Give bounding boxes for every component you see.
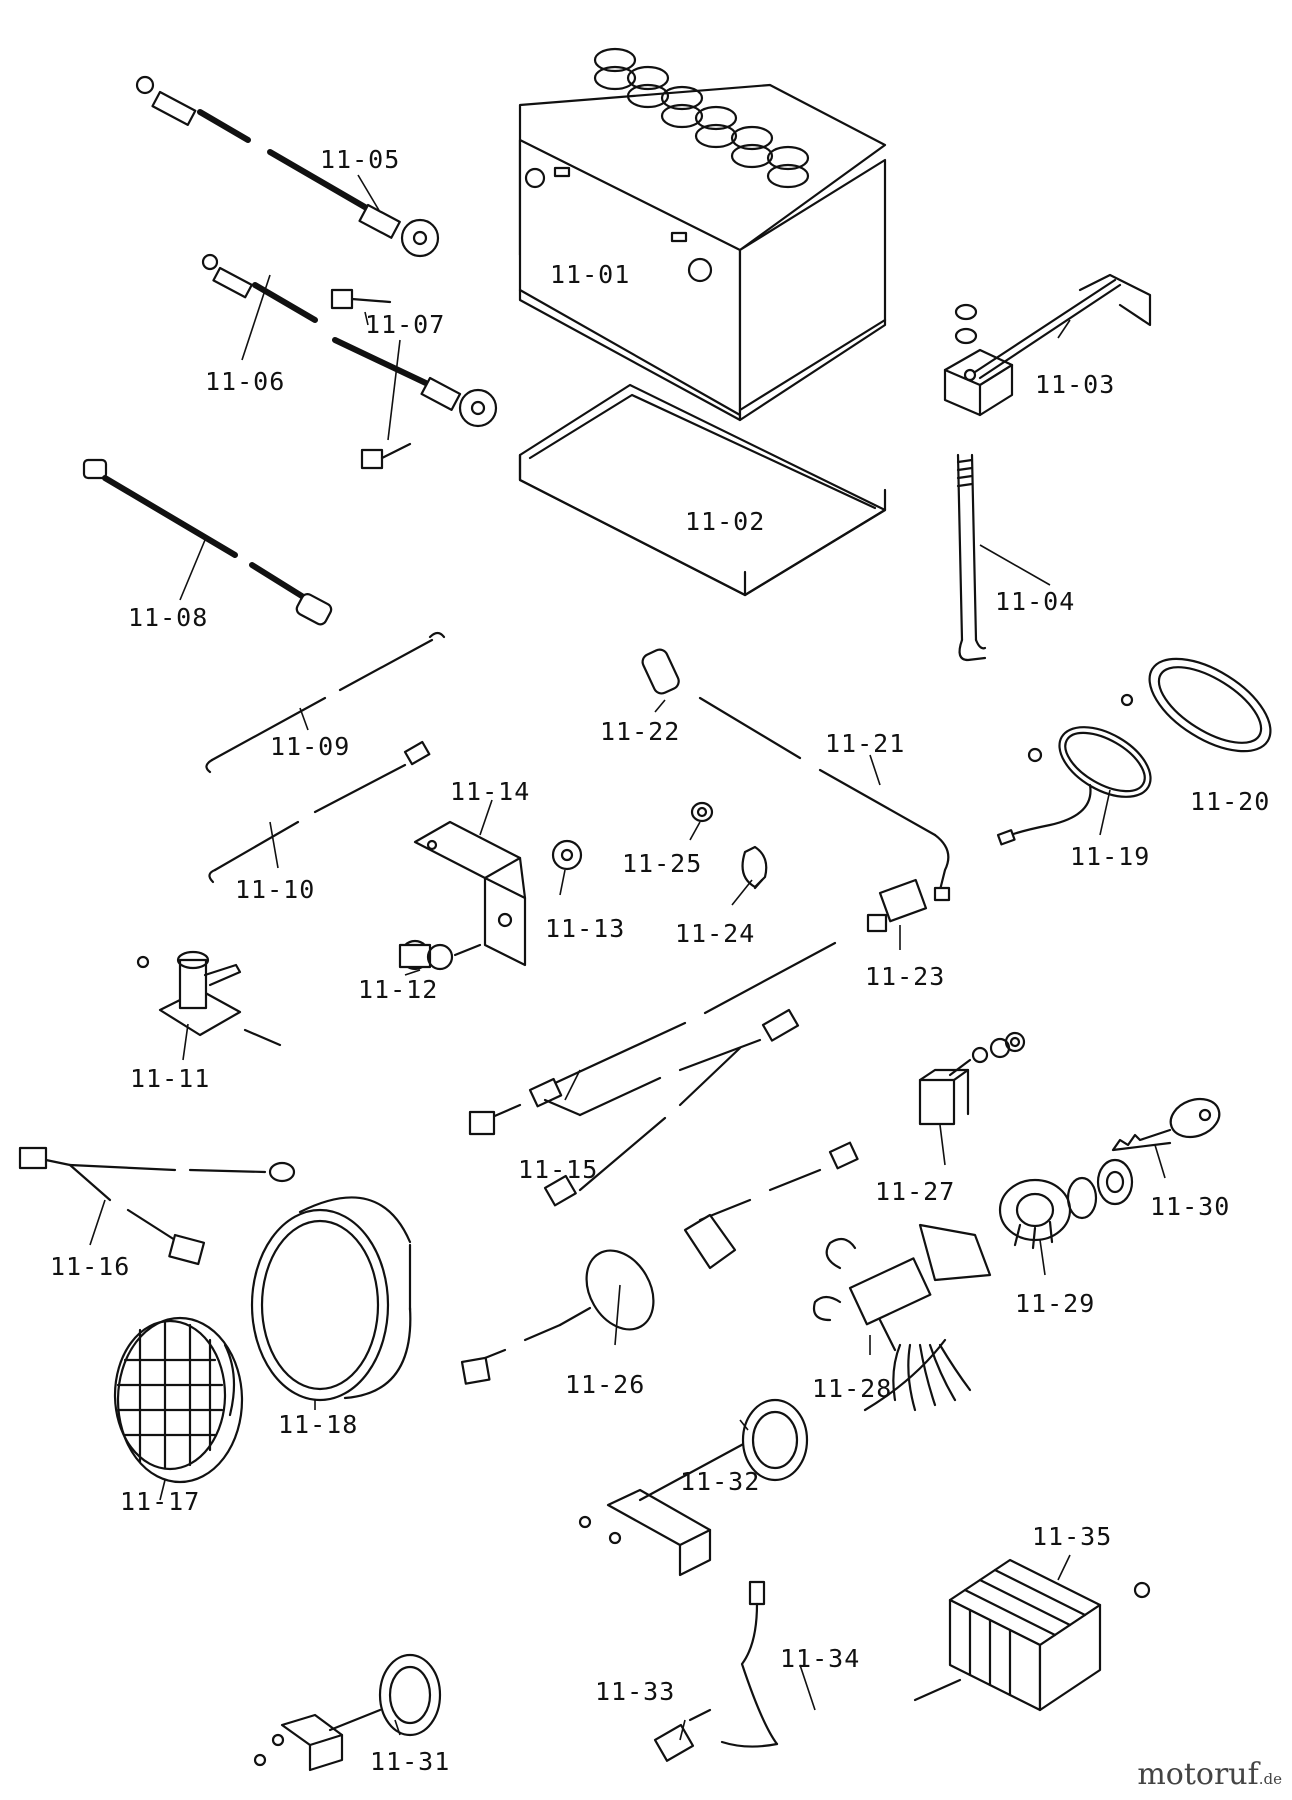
lead-11-26	[460, 1141, 859, 1385]
callout-11-01: 11-01	[550, 260, 630, 289]
callout-11-05: 11-05	[320, 145, 400, 174]
callout-11-12: 11-12	[358, 975, 438, 1004]
callout-11-03: 11-03	[1035, 370, 1115, 399]
wire-11-09	[205, 631, 446, 774]
tail-lamp-base	[996, 693, 1152, 846]
ground-cable	[82, 458, 333, 626]
callout-11-16: 11-16	[50, 1252, 130, 1281]
callout-11-28: 11-28	[812, 1374, 892, 1403]
callout-11-04: 11-04	[995, 587, 1075, 616]
callout-11-17: 11-17	[120, 1487, 200, 1516]
callout-11-32: 11-32	[680, 1467, 760, 1496]
callout-11-09: 11-09	[270, 732, 350, 761]
callout-11-08: 11-08	[128, 603, 208, 632]
callout-11-26: 11-26	[565, 1370, 645, 1399]
tail-lamp-lens	[1148, 657, 1272, 753]
watermark-logo: motoruf.de	[1137, 1757, 1282, 1792]
lead-11-16	[18, 1146, 296, 1266]
clip-11-24	[741, 845, 768, 890]
callout-11-11: 11-11	[130, 1064, 210, 1093]
wire-11-10	[208, 740, 431, 884]
starter-solenoid	[136, 950, 282, 1047]
callout-11-07: 11-07	[365, 310, 445, 339]
hold-down-bracket	[943, 273, 1152, 417]
callout-11-14: 11-14	[450, 777, 530, 806]
ignition-key	[1111, 1097, 1221, 1152]
switch-11-12	[398, 939, 482, 971]
callout-11-23: 11-23	[865, 962, 945, 991]
sleeve-11-22	[641, 648, 680, 695]
washer-11-13	[551, 839, 583, 871]
battery-cable-11-05	[135, 75, 440, 258]
sender-lead	[720, 1580, 779, 1748]
battery-caps	[593, 47, 810, 189]
wiring-harness-11-15	[468, 941, 837, 1207]
connector-11-23	[866, 878, 928, 933]
callout-11-21: 11-21	[825, 729, 905, 758]
j-bolt	[956, 453, 987, 662]
cable-11-21	[698, 696, 951, 902]
callout-11-24: 11-24	[675, 919, 755, 948]
voltage-regulator	[913, 1558, 1151, 1712]
callout-11-29: 11-29	[1015, 1289, 1095, 1318]
watermark-brand: motoruf	[1137, 1757, 1259, 1792]
bracket-11-14	[413, 820, 527, 967]
leader-lines	[89, 174, 1166, 1741]
callout-11-10: 11-10	[235, 875, 315, 904]
sensor-11-33	[653, 1708, 712, 1762]
gauge-small	[253, 1653, 442, 1772]
callout-11-18: 11-18	[278, 1410, 358, 1439]
headlight-housing	[250, 1196, 412, 1402]
callout-11-20: 11-20	[1190, 787, 1270, 816]
callout-11-19: 11-19	[1070, 842, 1150, 871]
callout-11-35: 11-35	[1032, 1522, 1112, 1551]
callout-11-22: 11-22	[600, 717, 680, 746]
callout-11-02: 11-02	[685, 507, 765, 536]
ignition-switch	[998, 1158, 1134, 1250]
callout-11-30: 11-30	[1150, 1192, 1230, 1221]
terminal-bolts	[330, 288, 412, 470]
headlight-lamp	[113, 1316, 244, 1484]
callout-11-06: 11-06	[205, 367, 285, 396]
callout-labels: 11-01 11-02 11-03 11-04 11-05 11-06 11-0…	[50, 145, 1270, 1776]
grommet-11-25	[690, 801, 714, 823]
watermark-suffix: .de	[1258, 1770, 1282, 1788]
toggle-switch	[918, 1031, 1026, 1126]
callout-11-33: 11-33	[595, 1677, 675, 1706]
gauge-large	[578, 1398, 809, 1577]
battery-tray	[518, 383, 887, 597]
callout-11-15: 11-15	[518, 1155, 598, 1184]
callout-11-31: 11-31	[370, 1747, 450, 1776]
callout-11-27: 11-27	[875, 1177, 955, 1206]
callout-11-13: 11-13	[545, 914, 625, 943]
callout-11-34: 11-34	[780, 1644, 860, 1673]
lens-grid	[116, 1320, 224, 1470]
harness-11-28	[812, 1223, 992, 1412]
battery	[518, 47, 887, 422]
battery-cable-11-06	[201, 253, 498, 428]
callout-11-25: 11-25	[622, 849, 702, 878]
